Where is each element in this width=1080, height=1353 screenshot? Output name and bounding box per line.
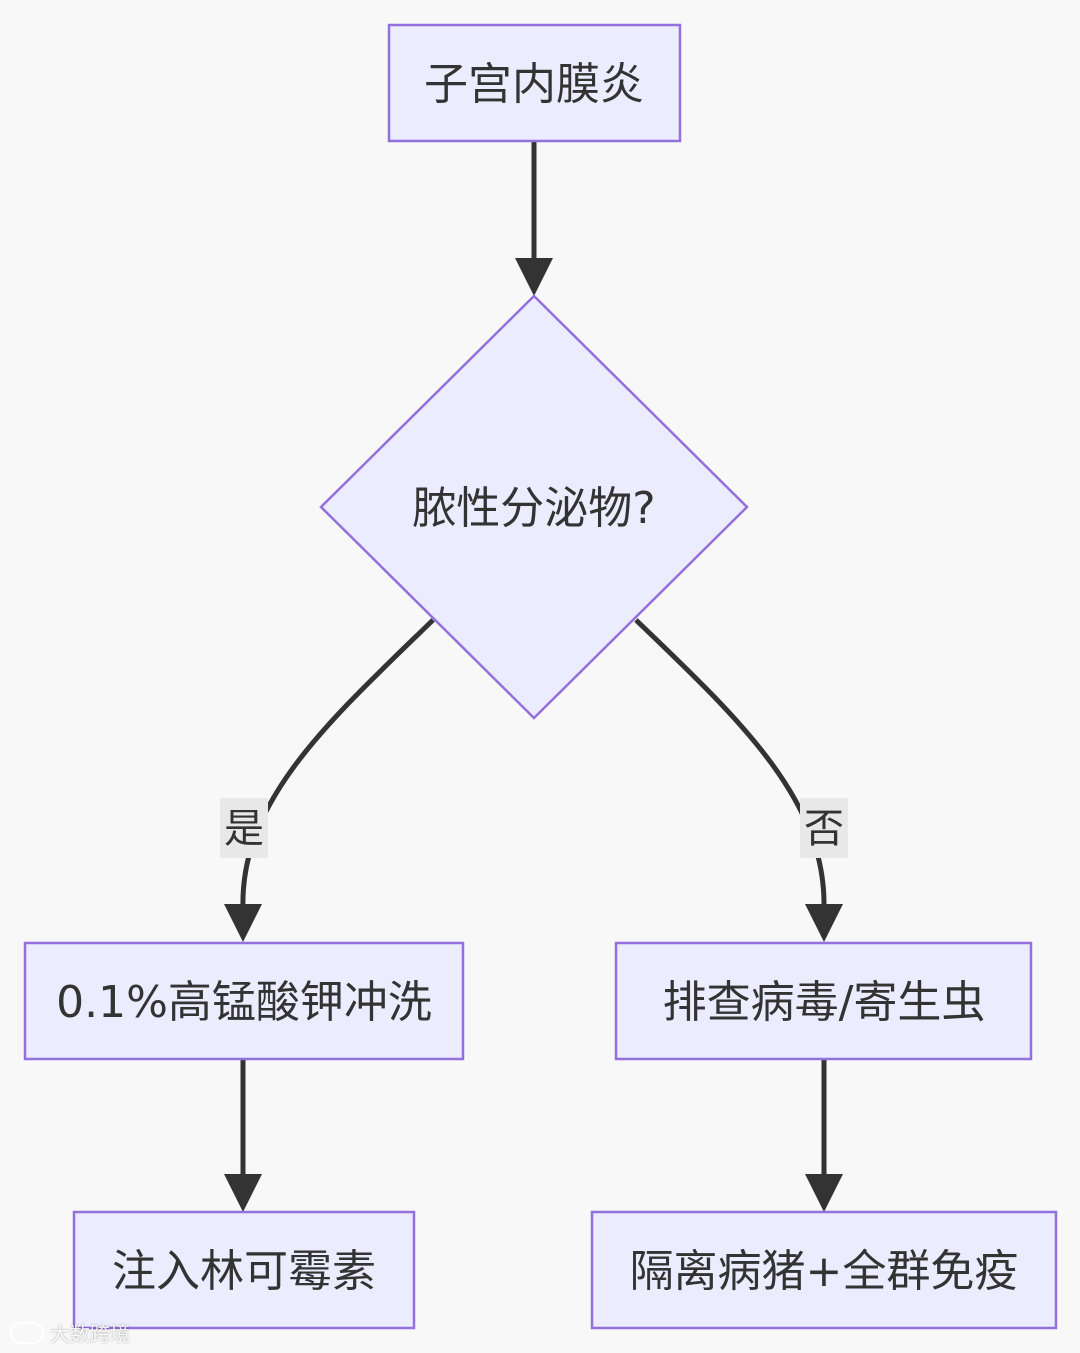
node-decision: 脓性分泌物? xyxy=(319,294,749,720)
node-yes-step2-label: 注入林可霉素 xyxy=(112,1246,376,1297)
edge-label-yes: 是 xyxy=(220,798,268,858)
node-no-step2: 隔离病猪+全群免疫 xyxy=(590,1210,1058,1330)
node-no-step1: 排查病毒/寄生虫 xyxy=(614,941,1033,1061)
node-yes-step1-label: 0.1%高锰酸钾冲洗 xyxy=(56,977,432,1028)
edge-decision-no xyxy=(634,618,827,909)
svg-text:否: 否 xyxy=(804,806,844,852)
edge-label-no: 否 xyxy=(800,798,848,858)
watermark-logo-icon xyxy=(10,1321,44,1344)
node-yes-step2: 注入林可霉素 xyxy=(72,1210,416,1330)
watermark-text: 大数跨境 xyxy=(50,1322,130,1346)
arrowhead-no-step2 xyxy=(805,1174,843,1212)
node-no-step1-label: 排查病毒/寄生虫 xyxy=(663,977,986,1028)
node-decision-label: 脓性分泌物? xyxy=(412,483,655,534)
arrowhead-decision xyxy=(515,258,553,296)
node-no-step2-label: 隔离病猪+全群免疫 xyxy=(630,1246,1019,1297)
node-yes-step1: 0.1%高锰酸钾冲洗 xyxy=(23,941,465,1061)
arrowhead-yes-step1 xyxy=(224,904,262,942)
arrowhead-no-step1 xyxy=(805,904,843,942)
svg-text:是: 是 xyxy=(224,806,264,852)
node-start-label: 子宫内膜炎 xyxy=(424,59,644,110)
watermark: 大数跨境 xyxy=(10,1318,130,1347)
node-start: 子宫内膜炎 xyxy=(387,23,682,143)
arrowhead-yes-step2 xyxy=(224,1174,262,1212)
edge-decision-yes xyxy=(240,618,435,909)
